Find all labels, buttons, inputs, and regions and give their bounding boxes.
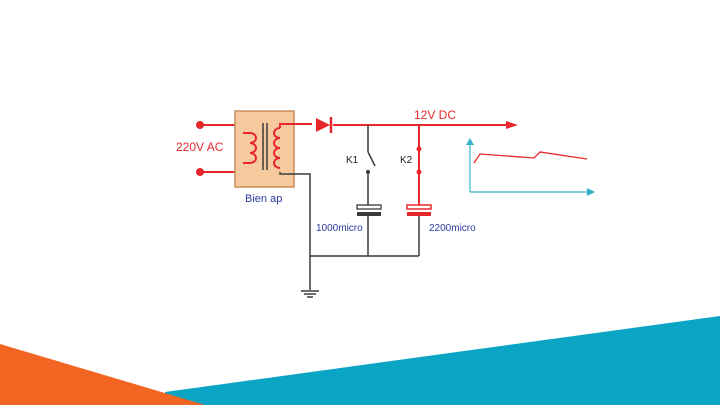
capacitor-2200-label: 2200micro (429, 223, 476, 234)
ground-icon (301, 290, 319, 298)
ground-return-wire (279, 172, 419, 290)
capacitor-1000-icon (356, 204, 382, 216)
primary-coil-icon (249, 132, 257, 164)
output-arrow-icon (506, 121, 518, 129)
switch-k2-label: K2 (400, 155, 413, 166)
ripple-waveform-graph (466, 138, 595, 196)
transformer-label: Bien ap (245, 193, 282, 205)
transformer-body (234, 110, 295, 188)
transformer (234, 110, 295, 188)
ac-input-label: 220V AC (176, 140, 224, 154)
diode-icon (316, 117, 333, 133)
branch-k2 (406, 125, 432, 256)
capacitor-1000-label: 1000micro (316, 223, 363, 234)
capacitor-2200-icon (406, 204, 432, 216)
switch-k2-icon (416, 146, 422, 152)
ripple-waveform-line (473, 151, 588, 164)
dc-output-label: 12V DC (414, 108, 456, 122)
switch-k1-icon (367, 151, 376, 167)
orange-accent-band (0, 344, 205, 405)
switch-k1-label: K1 (346, 155, 359, 166)
branch-k1 (356, 125, 382, 256)
dc-rail-wire (279, 123, 508, 128)
secondary-coil-icon (273, 127, 281, 169)
teal-accent-band (165, 316, 720, 405)
